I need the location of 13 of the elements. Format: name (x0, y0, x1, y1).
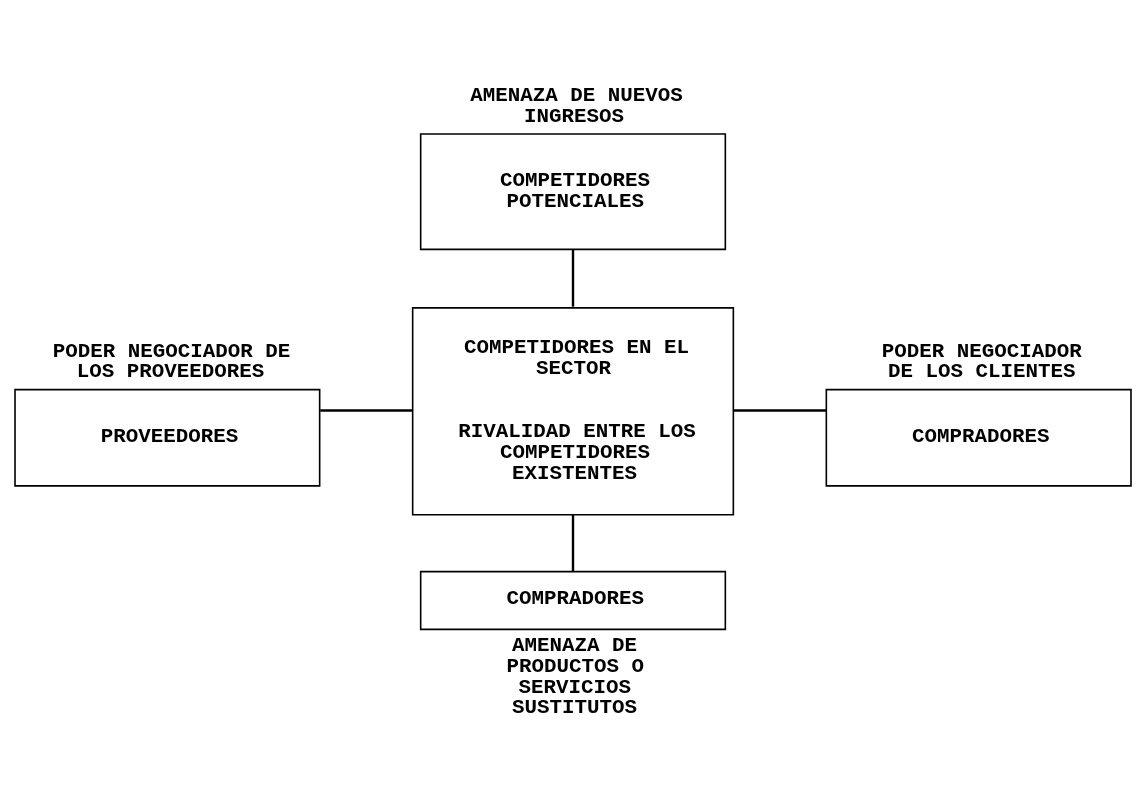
node-label: AMENAZA DE NUEVOS INGRESOS (470, 83, 683, 128)
connector (571, 513, 575, 571)
node-label: AMENAZA DE PRODUCTOS O SERVICIOS SUSTITUTOS (506, 633, 644, 719)
node-box: COMPRADORES (825, 388, 1132, 487)
connector (571, 249, 575, 307)
node-box: PROVEEDORES (14, 388, 321, 487)
connector (733, 408, 827, 412)
node-label: PODER NEGOCIADOR DE LOS CLIENTES (881, 339, 1082, 383)
node-label: PODER NEGOCIADOR DE LOS PROVEEDORES (52, 339, 291, 383)
node-box: COMPRADORES (419, 570, 727, 630)
node-box: COMPETIDORES POTENCIALES (419, 132, 727, 250)
node-box: COMPETIDORES EN EL SECTOR RIVALIDAD ENTRE LOS COMPETIDORES EXISTENTES (411, 306, 735, 516)
connector (320, 408, 413, 412)
